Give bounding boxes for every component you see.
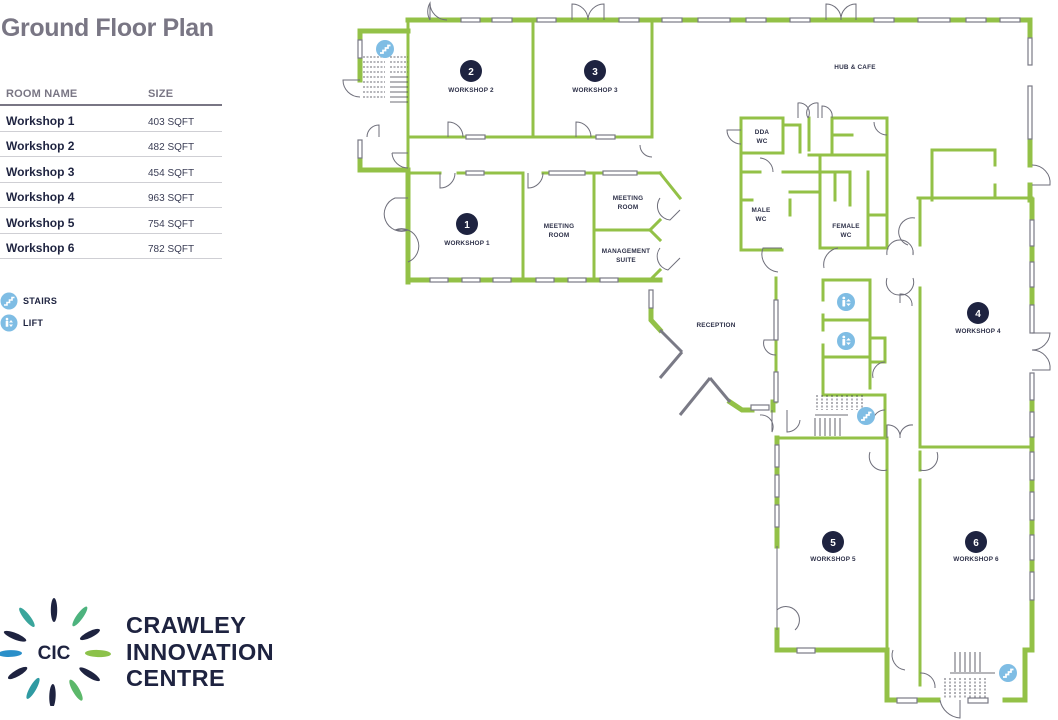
badge-circle	[460, 60, 482, 82]
room-name: Workshop 2	[6, 139, 75, 153]
workshop-1-marker: 1 WORKSHOP 1	[444, 213, 490, 247]
badge-number: 2	[468, 67, 474, 78]
doors	[342, 1, 1051, 719]
room-size: 482 SQFT	[148, 142, 195, 153]
stairs-icon	[998, 663, 1018, 683]
workshop-6-marker: 6 WORKSHOP 6	[953, 531, 999, 563]
crawley-innovation-centre-logo: CIC CRAWLEY INNOVATION CENTRE	[0, 596, 310, 706]
dda-wc-label: DDA	[755, 129, 770, 136]
room-size: 454 SQFT	[148, 167, 195, 179]
walls	[357, 17, 1035, 703]
workshop-2-marker: 2 WORKSHOP 2	[448, 60, 494, 94]
table-row: Workshop 3 454 SQFT	[0, 157, 222, 183]
room-label: WORKSHOP 2	[448, 87, 494, 94]
room-label: WORKSHOP 4	[955, 328, 1001, 335]
room-name: Workshop 4	[6, 190, 75, 204]
logo-wordmark: CRAWLEY INNOVATION CENTRE	[126, 612, 274, 692]
badge-number: 3	[592, 67, 598, 78]
hub-cafe-label: HUB & CAFE	[834, 64, 876, 71]
workshop-4-marker: 4 WORKSHOP 4	[955, 302, 1001, 335]
room-size: 403 SQFT	[148, 116, 195, 128]
management-suite-label: SUITE	[616, 257, 636, 264]
room-label: WORKSHOP 1	[444, 240, 490, 247]
badge-circle	[584, 60, 606, 82]
table-row: Workshop 5 754 SQFT	[0, 208, 222, 234]
header-size: SIZE	[148, 88, 174, 100]
badge-number: 1	[464, 220, 470, 231]
windows	[357, 17, 1035, 704]
lift-icon	[837, 332, 855, 350]
stairs-icon	[0, 292, 18, 310]
header-room-name: ROOM NAME	[6, 88, 78, 100]
room-label: WORKSHOP 6	[953, 556, 999, 563]
badge-number: 6	[973, 538, 979, 549]
badge-number: 5	[830, 538, 836, 549]
badge-number: 4	[975, 309, 981, 320]
lift-icon	[0, 314, 18, 332]
logo-mark-text: CIC	[38, 643, 71, 664]
room-name: Workshop 5	[6, 215, 75, 230]
table-header: ROOM NAME SIZE	[0, 88, 222, 106]
legend: STAIRS LIFT	[0, 290, 57, 334]
room-size-table: ROOM NAME SIZE Workshop 1 403 SQFT Works…	[0, 88, 222, 259]
male-wc-label: WC	[755, 216, 766, 223]
room-size: 754 SQFT	[148, 218, 195, 230]
room-name: Workshop 6	[6, 241, 75, 255]
badge-circle	[967, 302, 989, 324]
legend-label: LIFT	[23, 318, 44, 328]
stairs-icon	[375, 39, 395, 59]
female-wc-label: WC	[840, 232, 851, 239]
workshop-5-marker: 5 WORKSHOP 5	[810, 531, 856, 563]
reception-label: RECEPTION	[696, 322, 735, 329]
stair-treads	[363, 56, 995, 698]
legend-label: STAIRS	[23, 296, 58, 306]
room-name: Workshop 1	[6, 113, 75, 128]
meeting-room-label: MEETING	[544, 223, 575, 230]
badge-circle	[456, 213, 478, 235]
female-wc-label: FEMALE	[832, 223, 860, 230]
page-title: Ground Floor Plan	[1, 14, 214, 42]
dda-wc-label: WC	[756, 138, 767, 145]
male-wc-label: MALE	[752, 207, 771, 214]
table-row: Workshop 6 782 SQFT	[0, 234, 222, 259]
room-label: WORKSHOP 3	[572, 87, 618, 94]
legend-stairs: STAIRS	[0, 290, 57, 312]
stairs-icon	[856, 406, 876, 426]
meeting-room-label: ROOM	[618, 204, 639, 211]
logo-line: CENTRE	[126, 665, 226, 691]
room-size: 782 SQFT	[148, 244, 195, 255]
meeting-room-label: MEETING	[613, 195, 644, 202]
badge-circle	[822, 531, 844, 553]
management-suite-label: MANAGEMENT	[602, 248, 651, 255]
logo-line: CRAWLEY	[126, 612, 247, 638]
workshop-3-marker: 3 WORKSHOP 3	[572, 60, 618, 94]
table-row: Workshop 2 482 SQFT	[0, 132, 222, 157]
logo-mark-icon: CIC	[0, 598, 111, 706]
table-row: Workshop 1 403 SQFT	[0, 106, 222, 132]
legend-lift: LIFT	[0, 312, 57, 334]
room-label: WORKSHOP 5	[810, 556, 856, 563]
table-row: Workshop 4 963 SQFT	[0, 183, 222, 208]
meeting-room-label: ROOM	[549, 232, 570, 239]
room-name: Workshop 3	[6, 164, 75, 179]
room-size: 963 SQFT	[148, 193, 195, 204]
logo-line: INNOVATION	[126, 638, 275, 665]
badge-circle	[965, 531, 987, 553]
lift-icon	[837, 293, 855, 311]
